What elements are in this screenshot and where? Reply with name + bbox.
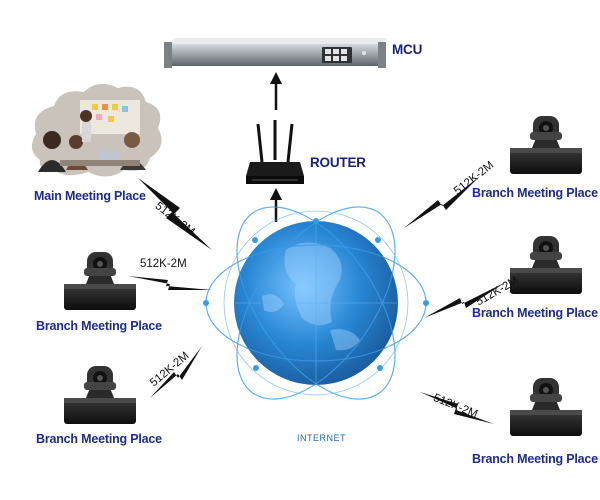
link-left-1-icon: [128, 276, 212, 290]
link-speed-left-1: 512K-2M: [140, 258, 187, 270]
mcu-label: MCU: [392, 42, 423, 57]
mcu-device-icon: [164, 38, 388, 68]
arrow-up-icon: [270, 188, 282, 222]
branch-left-2-label: Branch Meeting Place: [36, 432, 162, 446]
globe-icon: [203, 206, 429, 400]
branch-right-1-label: Branch Meeting Place: [472, 186, 598, 200]
branch-right-3-device-icon: [510, 378, 582, 436]
router-label: ROUTER: [310, 155, 366, 170]
main-meeting-place-label: Main Meeting Place: [34, 189, 146, 203]
branch-right-2-label: Branch Meeting Place: [472, 306, 598, 320]
branch-right-3-label: Branch Meeting Place: [472, 452, 598, 466]
branch-left-1-device-icon: [64, 252, 136, 310]
router-icon: [246, 120, 304, 184]
link-main-icon: [138, 178, 212, 250]
internet-label: INTERNET: [297, 433, 346, 443]
main-meeting-photo-icon: [31, 83, 162, 177]
branch-left-1-label: Branch Meeting Place: [36, 319, 162, 333]
link-left-2-icon: [150, 346, 202, 398]
branch-left-2-device-icon: [64, 366, 136, 424]
link-right-2-icon: [424, 282, 506, 318]
branch-right-2-device-icon: [510, 236, 582, 294]
link-right-1-icon: [404, 176, 480, 228]
link-right-3-icon: [420, 392, 494, 424]
arrow-up-icon: [270, 72, 282, 110]
branch-right-1-device-icon: [510, 116, 582, 174]
